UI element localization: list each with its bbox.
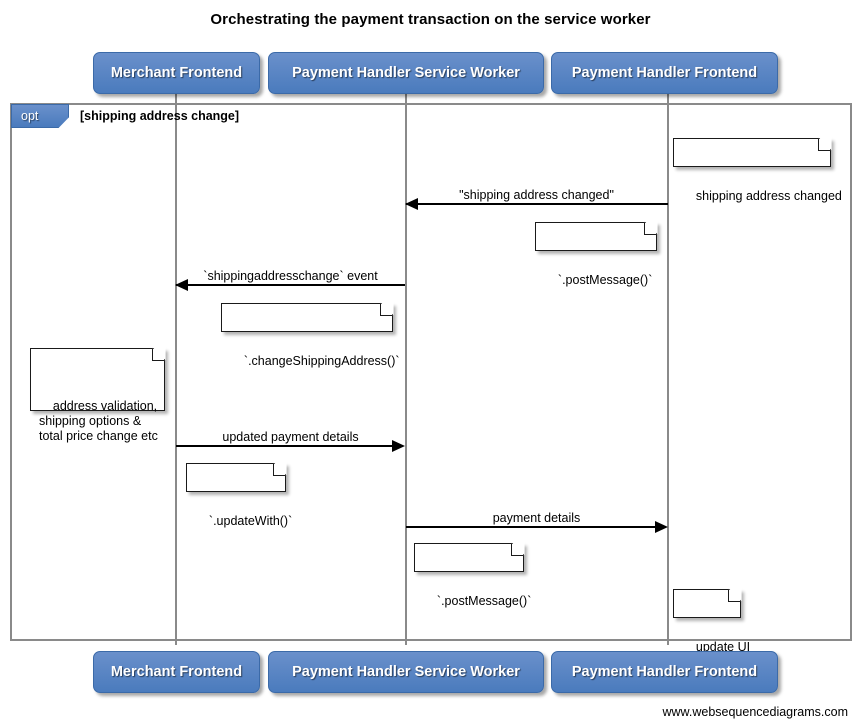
actor-bottom-payment-handler-frontend[interactable]: Payment Handler Frontend (551, 651, 778, 693)
opt-fragment (10, 103, 852, 641)
actor-label: Payment Handler Frontend (571, 65, 758, 81)
note-address-validation: address validation, shipping options & t… (30, 347, 166, 443)
note-text: update UI (695, 640, 751, 654)
note-text: `.updateWith()` (208, 514, 293, 528)
note-text: `.postMessage()` (557, 273, 653, 287)
opt-fragment-guard: [shipping address change] (80, 109, 240, 123)
message-label-updated-payment-details: updated payment details (222, 430, 359, 444)
lifeline-merchant-frontend (175, 92, 177, 645)
actor-label: Payment Handler Service Worker (292, 65, 520, 81)
actor-label: Merchant Frontend (110, 65, 243, 81)
lifeline-payment-handler-service-worker (405, 92, 407, 645)
note-text: address validation, shipping options & t… (39, 399, 158, 443)
actor-bottom-payment-handler-service-worker[interactable]: Payment Handler Service Worker (268, 651, 544, 693)
message-arrowhead-updated-payment-details (392, 440, 405, 452)
actor-label: Payment Handler Service Worker (292, 664, 520, 680)
lifeline-payment-handler-frontend (667, 92, 669, 645)
message-label-payment-details: payment details (492, 511, 581, 525)
note-post-message-2: `.postMessage()` (414, 542, 531, 608)
actor-label: Payment Handler Frontend (571, 664, 758, 680)
note-shipping-address-changed: shipping address changed (673, 137, 842, 203)
message-line-shipping-address-changed (406, 203, 668, 205)
note-text: `.postMessage()` (436, 594, 532, 608)
message-label-shipping-address-changed: "shipping address changed" (459, 188, 614, 202)
message-line-payment-details (406, 526, 656, 528)
message-line-updated-payment-details (176, 445, 393, 447)
note-text: shipping address changed (695, 189, 842, 203)
note-text: `.changeShippingAddress()` (243, 354, 400, 368)
message-arrowhead-shippingaddresschange-event (175, 279, 188, 291)
message-label-shippingaddresschange-event: `shippingaddresschange` event (203, 269, 378, 283)
diagram-title: Orchestrating the payment transaction on… (210, 11, 651, 28)
footer-watermark: www.websequencediagrams.com (662, 705, 848, 719)
opt-fragment-operator-tab: opt (11, 104, 69, 128)
actor-top-merchant-frontend[interactable]: Merchant Frontend (93, 52, 260, 94)
note-change-shipping-address: `.changeShippingAddress()` (221, 302, 400, 368)
note-update-ui: update UI (673, 588, 750, 654)
actor-bottom-merchant-frontend[interactable]: Merchant Frontend (93, 651, 260, 693)
note-update-with: `.updateWith()` (186, 462, 292, 528)
opt-fragment-operator-label: opt (21, 109, 39, 123)
actor-label: Merchant Frontend (110, 664, 243, 680)
actor-top-payment-handler-frontend[interactable]: Payment Handler Frontend (551, 52, 778, 94)
note-post-message-1: `.postMessage()` (535, 221, 658, 287)
message-arrowhead-shipping-address-changed (405, 198, 418, 210)
actor-top-payment-handler-service-worker[interactable]: Payment Handler Service Worker (268, 52, 544, 94)
message-line-shippingaddresschange-event (176, 284, 405, 286)
message-arrowhead-payment-details (655, 521, 668, 533)
